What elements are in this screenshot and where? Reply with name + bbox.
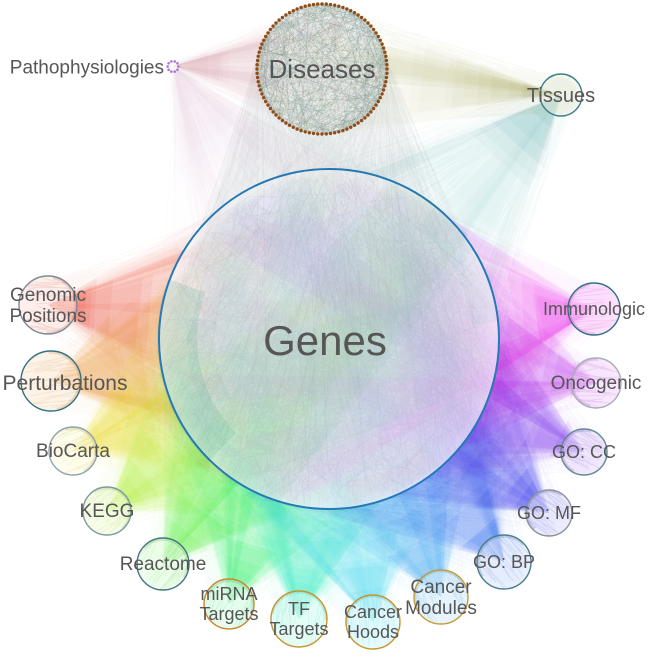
svg-text:Genes: Genes [263,317,387,364]
svg-text:Cancer: Cancer [410,577,472,598]
svg-text:Diseases: Diseases [269,54,376,84]
svg-text:Positions: Positions [9,306,86,327]
svg-text:Immunologic: Immunologic [543,299,645,319]
svg-text:Genomic: Genomic [10,285,86,306]
svg-text:GO: MF: GO: MF [517,503,581,523]
svg-text:TF: TF [288,599,310,619]
svg-text:GO: CC: GO: CC [552,442,616,462]
svg-text:GO: BP: GO: BP [473,552,535,572]
svg-text:Oncogenic: Oncogenic [551,373,642,394]
svg-text:Targets: Targets [269,619,328,639]
svg-text:Cancer: Cancer [344,602,402,622]
svg-text:BioCarta: BioCarta [36,441,110,462]
svg-text:KEGG: KEGG [80,501,135,522]
svg-text:Reactome: Reactome [120,554,207,575]
svg-text:Targets: Targets [199,604,258,624]
svg-text:Perturbations: Perturbations [3,372,128,395]
svg-text:Tissues: Tissues [527,85,595,107]
svg-text:miRNA: miRNA [201,584,258,604]
svg-text:Hoods: Hoods [347,622,399,642]
svg-text:Modules: Modules [405,598,477,619]
svg-text:Pathophysiologies: Pathophysiologies [10,58,164,79]
